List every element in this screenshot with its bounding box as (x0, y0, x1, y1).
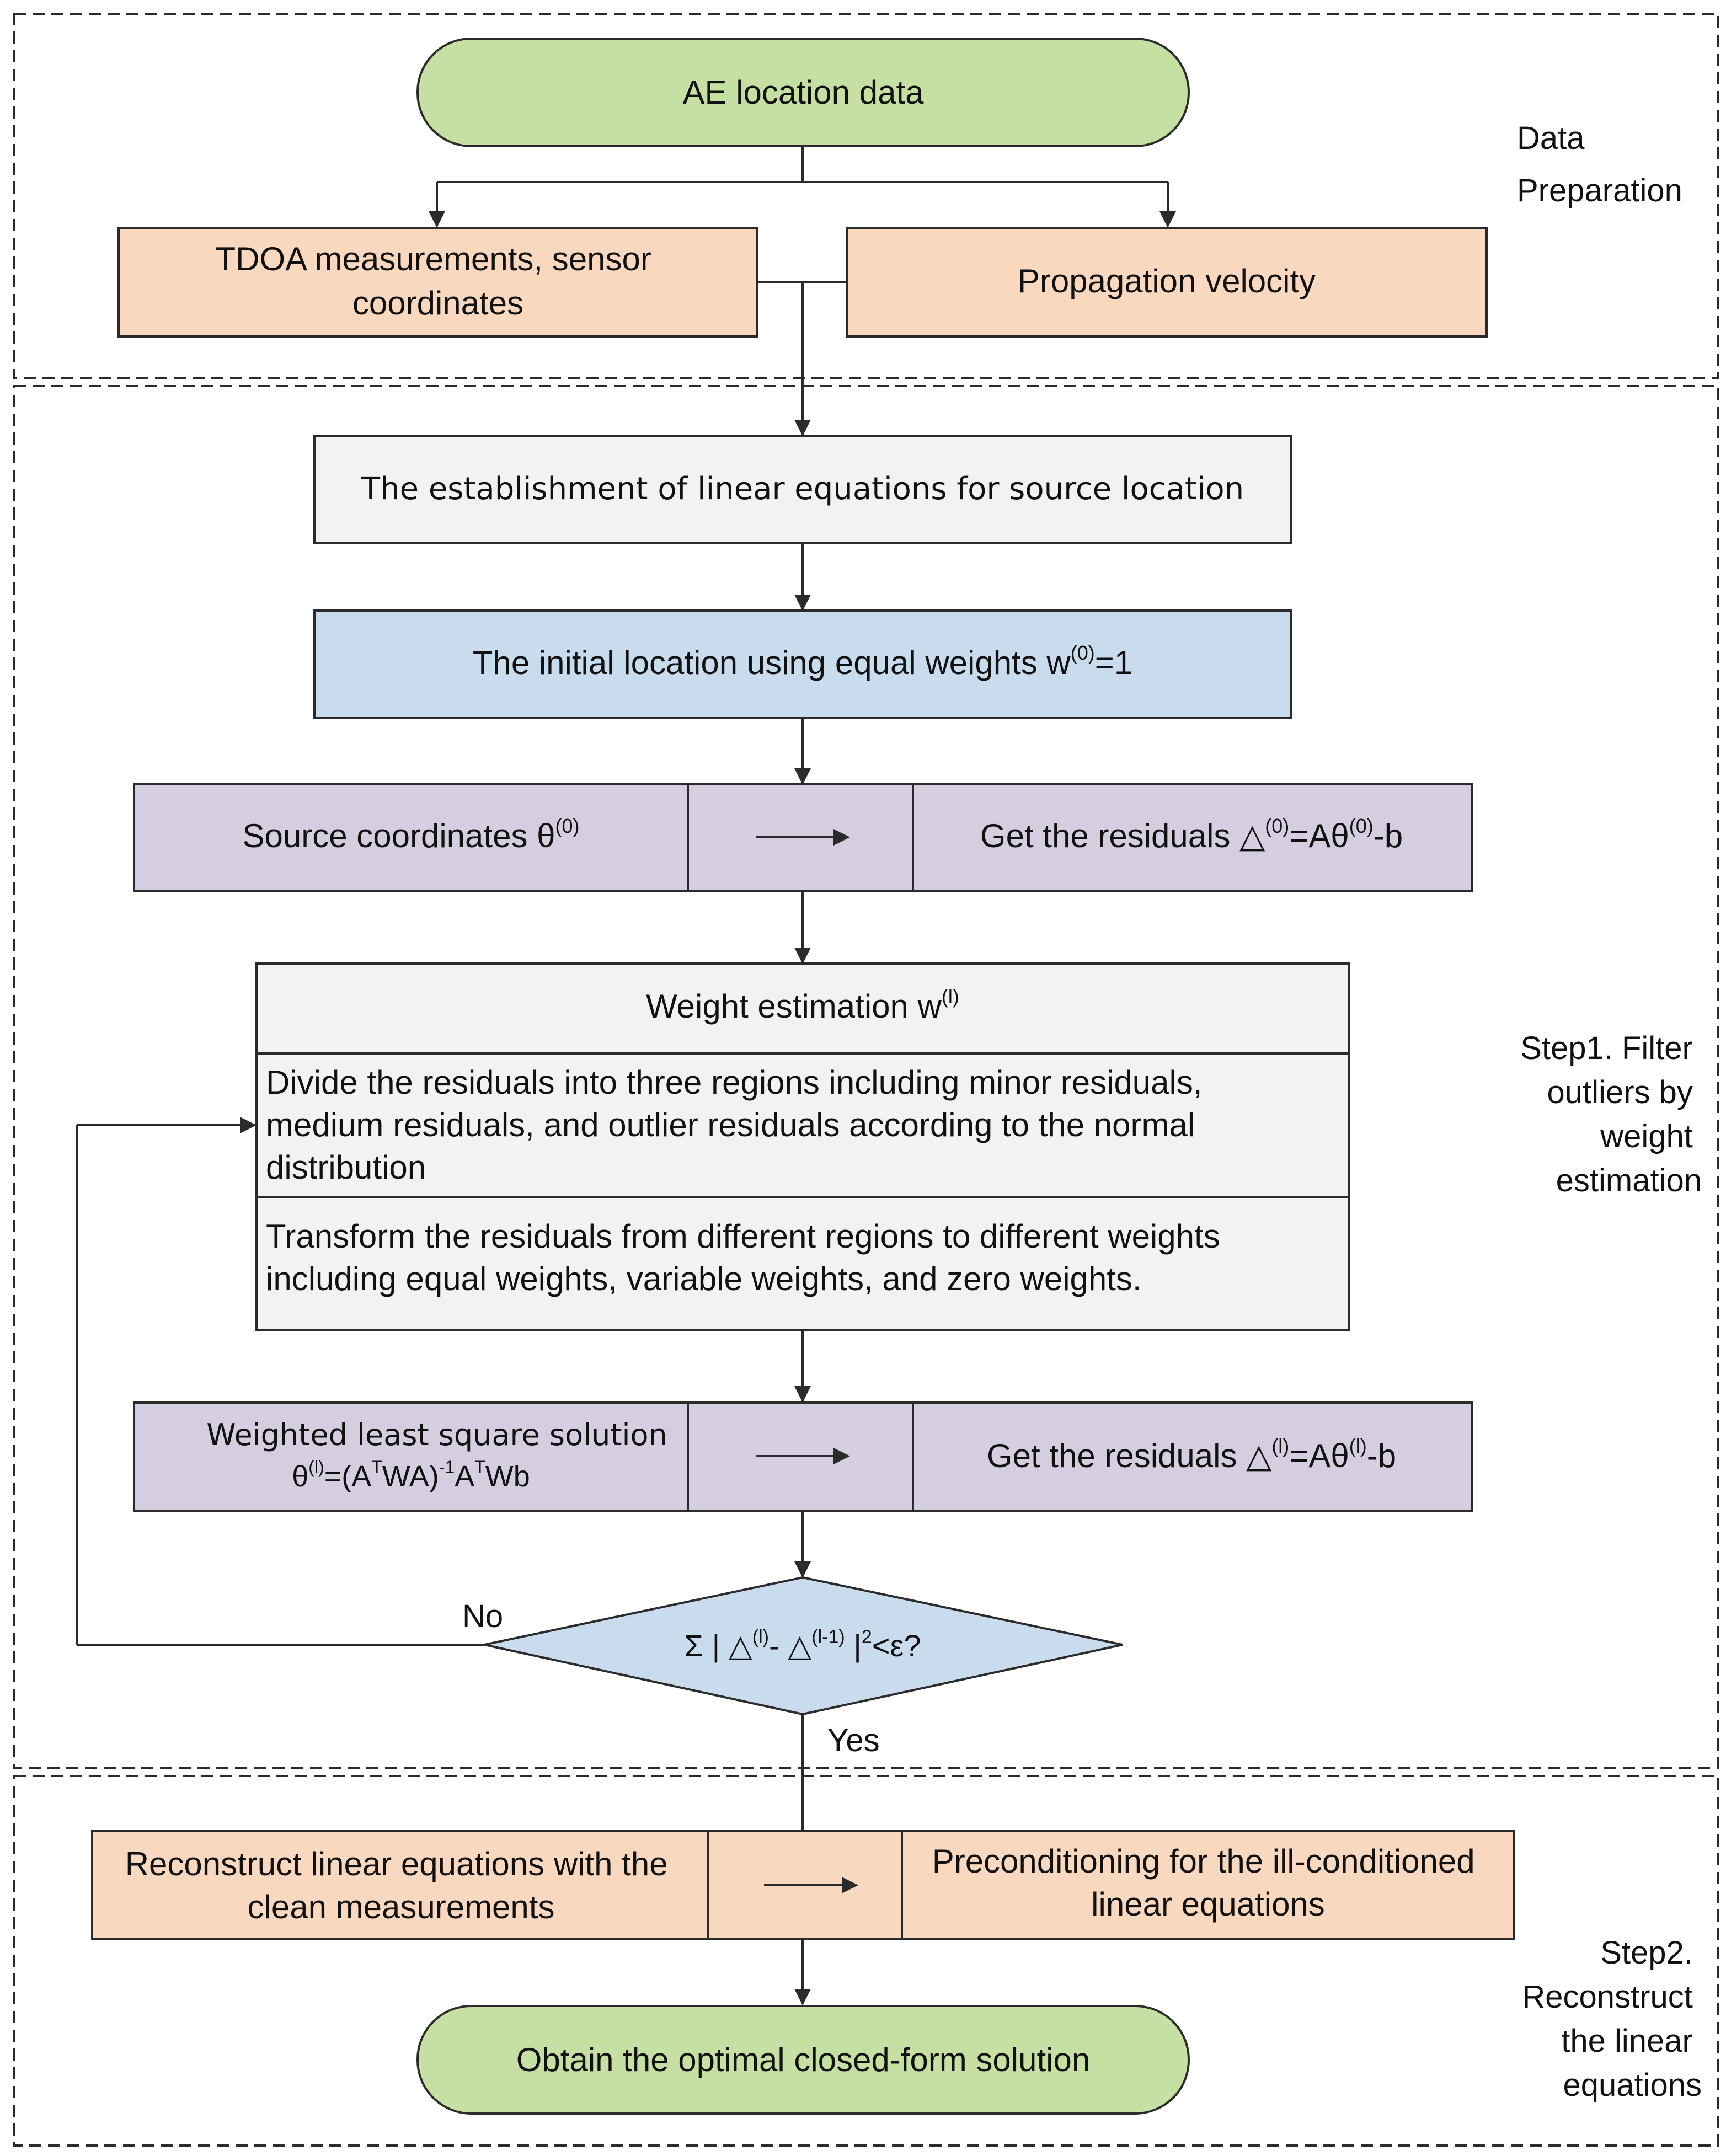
initial-label: The initial location using equal weights… (473, 641, 1132, 681)
section-data-preparation (13, 13, 1719, 379)
transform-text: Transform the residuals from different r… (266, 1218, 1229, 1297)
wls-formula: θ(l)=(ATWA)-1ATWb (292, 1457, 530, 1493)
weight-estimation-block (255, 962, 1350, 1331)
convergence-label: Σ | △(l)- △(l-1) |2<ε? (684, 1627, 921, 1663)
velocity-box (846, 227, 1488, 338)
residuals0-label: Get the residuals △(0)=Aθ(0)-b (980, 815, 1403, 854)
wls-title: Weighted least square solution (206, 1417, 667, 1452)
section-label-step1: Step1. Filter outliers by weight estimat… (1520, 1030, 1702, 1199)
start-terminal (416, 38, 1190, 147)
weight-estimation-title: Weight estimation w(l) (646, 985, 959, 1025)
end-label: Obtain the optimal closed-form solution (516, 2041, 1091, 2078)
start-label: AE location data (683, 74, 925, 111)
velocity-label: Propagation velocity (1018, 263, 1316, 299)
initial-box (313, 609, 1292, 719)
precondition-label: Preconditioning for the ill-conditioned … (932, 1843, 1484, 1923)
connectors (76, 146, 1176, 2005)
establish-box (313, 435, 1292, 544)
section-label-data-preparation: Data Preparation (1517, 120, 1682, 208)
source-coords-label: Source coordinates θ(0) (242, 815, 579, 854)
establish-label: The establishment of linear equations fo… (361, 471, 1244, 507)
convergence-decision (484, 1576, 1123, 1716)
yes-label: Yes (827, 1722, 880, 1758)
residualsl-label: Get the residuals △(l)=Aθ(l)-b (987, 1435, 1396, 1474)
no-label: No (462, 1598, 503, 1634)
section-label-step2: Step2. Reconstruct the linear equations (1522, 1935, 1702, 2103)
section-step2 (13, 1775, 1719, 2147)
section-step1 (13, 385, 1719, 1769)
reconstruct-label: Reconstruct linear equations with the cl… (125, 1845, 677, 1925)
tdoa-box (117, 227, 758, 338)
end-terminal (416, 2005, 1190, 2115)
tdoa-label: TDOA measurements, sensor coordinates (216, 240, 661, 322)
divide-text: Divide the residuals into three regions … (266, 1064, 1211, 1186)
